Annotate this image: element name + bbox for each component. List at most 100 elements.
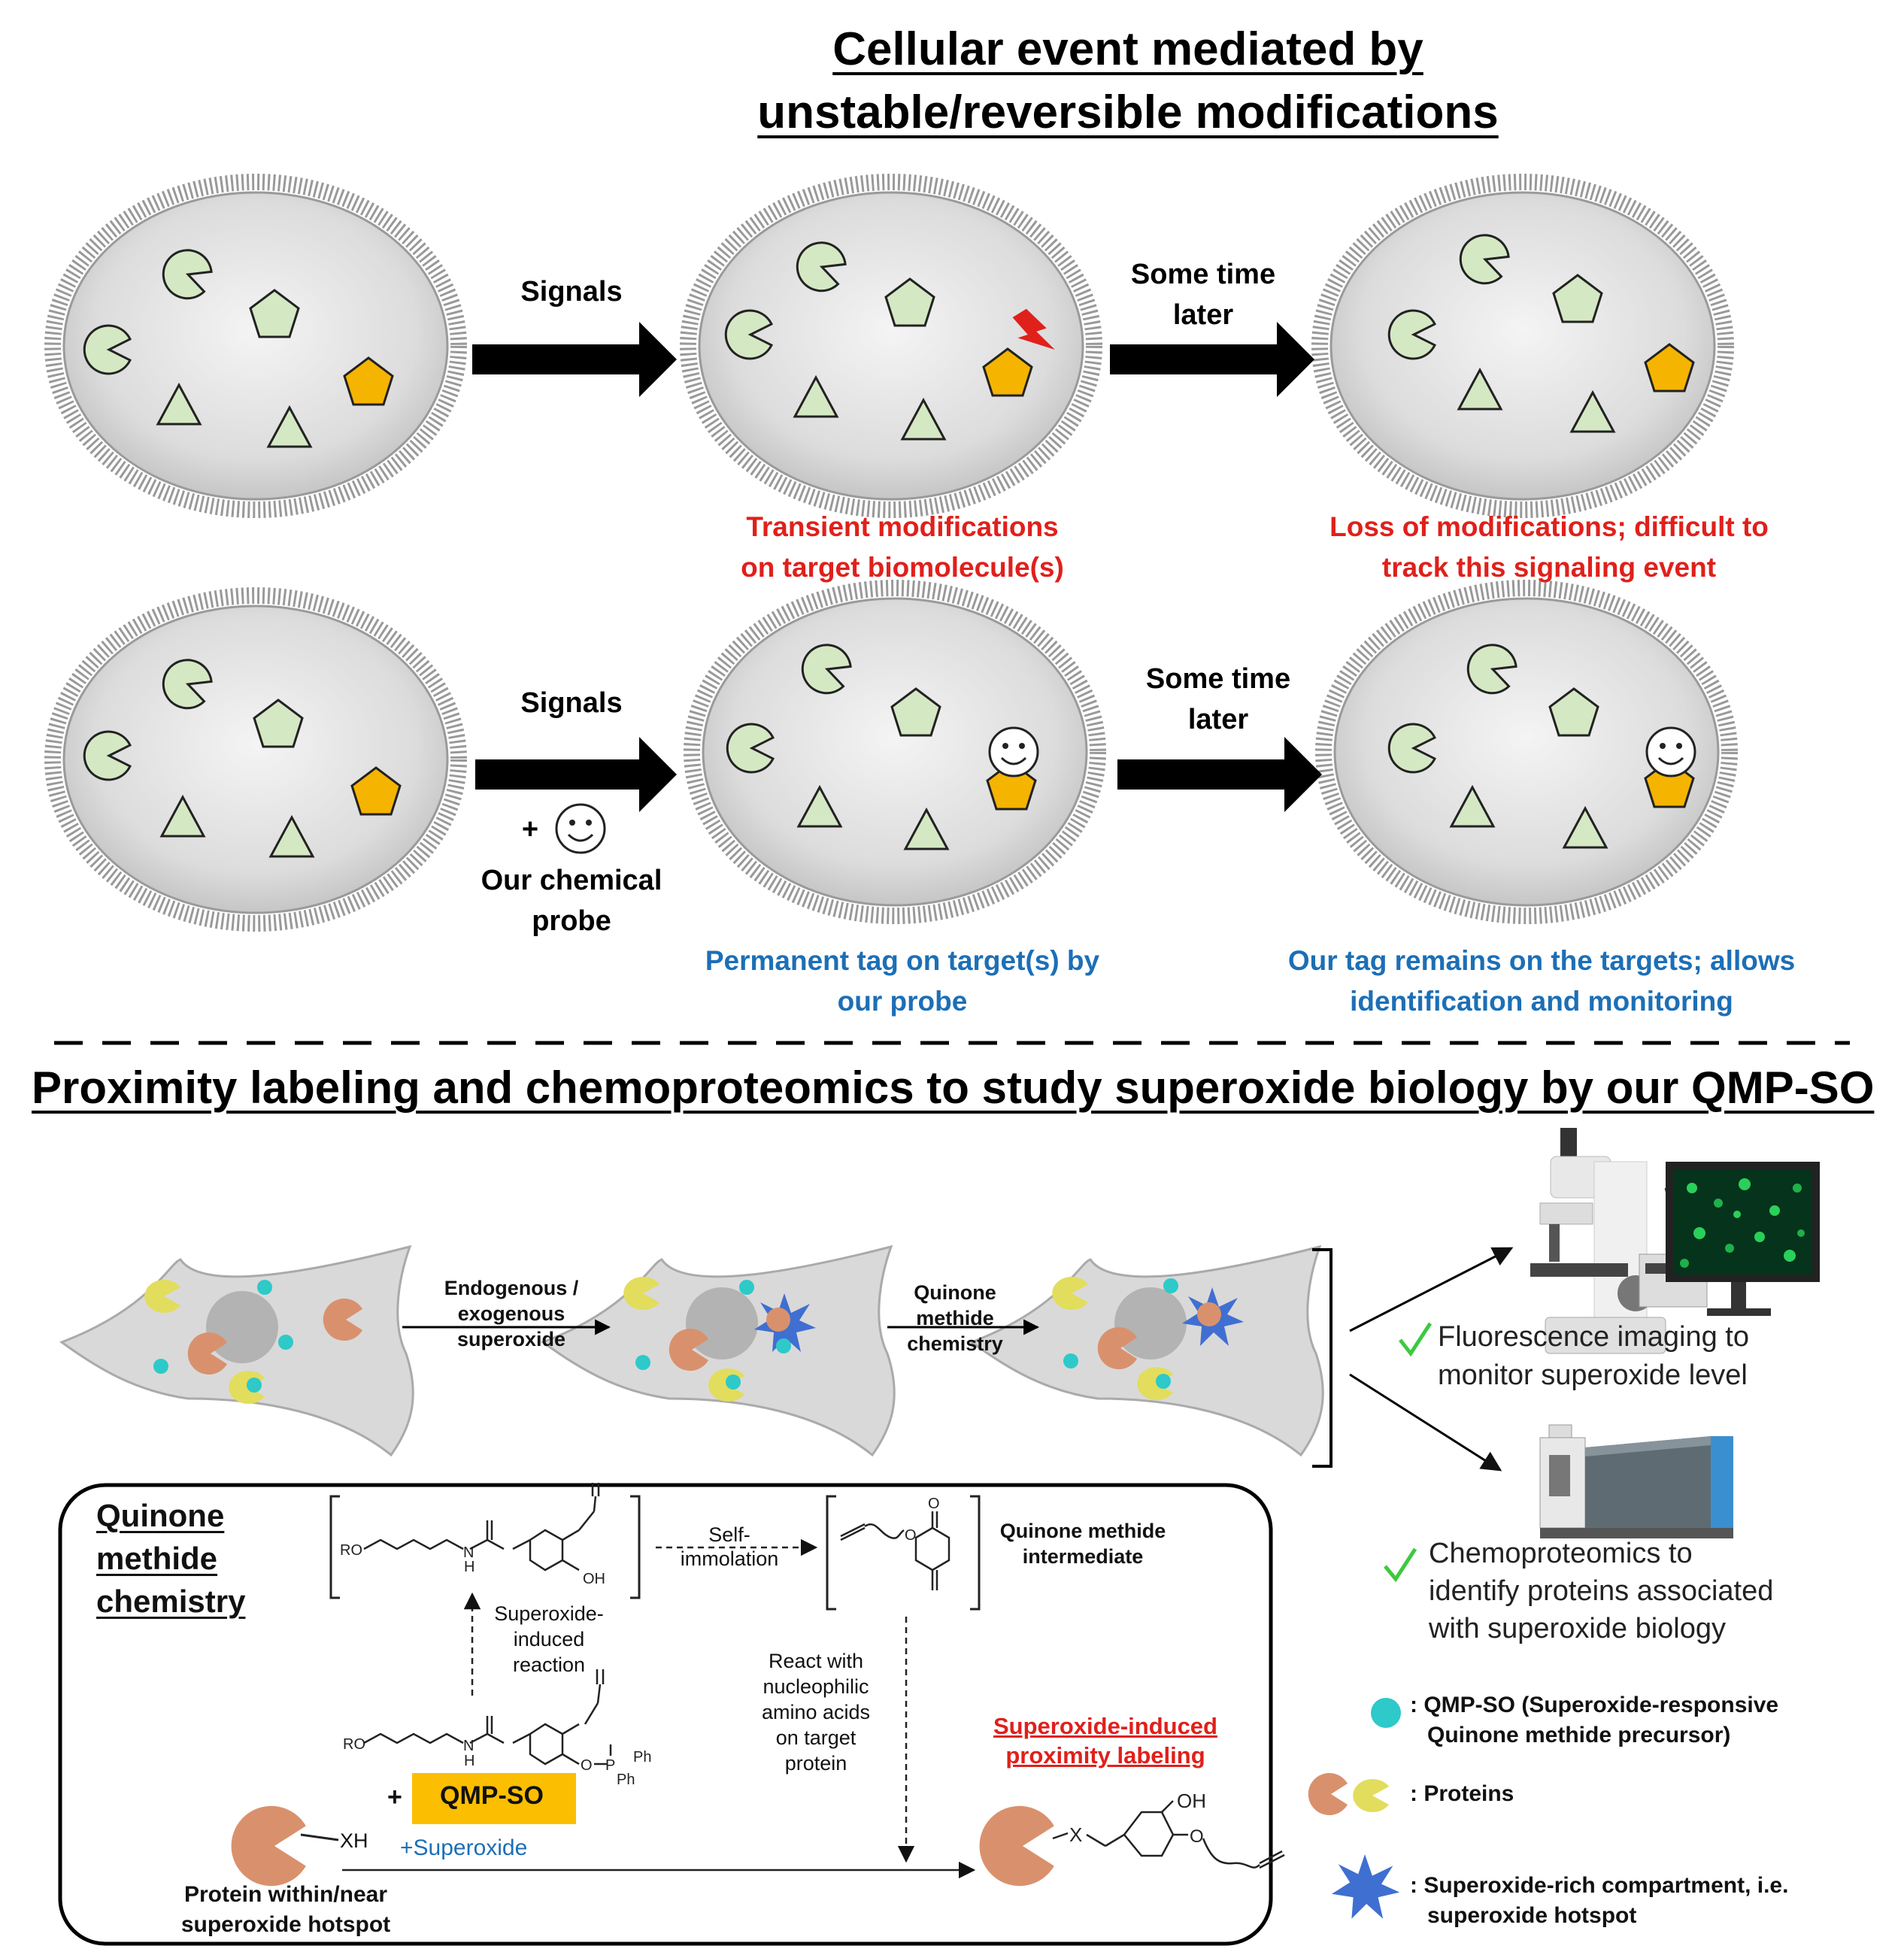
row1-caption2-line2: on target biomolecule(s)	[741, 552, 1064, 583]
box-title-line1: Quinone	[96, 1498, 225, 1533]
row2-arrow2-label-line2: later	[1187, 704, 1249, 735]
box-title-line3: chemistry	[96, 1584, 246, 1619]
row1-caption2-line1: Transient modifications	[746, 511, 1059, 542]
atom-o-2: O	[581, 1757, 593, 1774]
row2-probe-line1: Our chemical	[481, 865, 662, 896]
outcome1-line2: monitor superoxide level	[1438, 1359, 1748, 1391]
legend-hotspot-line1: : Superoxide-rich compartment, i.e.	[1410, 1873, 1789, 1898]
checkmark-icon	[1399, 1322, 1433, 1357]
chem-structure-qm	[840, 1511, 950, 1590]
outcome2-line2: identify proteins associated	[1429, 1575, 1774, 1607]
chem-structure-1	[363, 1483, 600, 1572]
row2-arrow1-label: Signals	[520, 687, 623, 719]
atom-oh-product: OH	[1177, 1790, 1206, 1812]
legend-qmp-line2: Quinone methide precursor)	[1427, 1723, 1731, 1747]
smiley-icon	[1645, 726, 1696, 777]
xh-label: XH	[340, 1829, 368, 1852]
induced-reaction-line2: induced	[513, 1628, 585, 1650]
top-title-line2: unstable/reversible modifications	[757, 86, 1499, 138]
legend-proteins: : Proteins	[1410, 1781, 1514, 1806]
cell-row2-tagged	[684, 580, 1106, 924]
react-line3: amino acids	[761, 1701, 871, 1723]
row1-caption3-line1: Loss of modifications; difficult to	[1329, 511, 1769, 542]
qmp-so-label-box	[412, 1773, 576, 1824]
atom-ph-1: Ph	[633, 1749, 652, 1766]
row2-plus: +	[521, 814, 539, 845]
atom-h-2: H	[464, 1753, 475, 1769]
qmp-so-label: QMP-SO	[440, 1781, 544, 1810]
atom-x: X	[1069, 1823, 1083, 1846]
row2-probe-line2: probe	[532, 905, 611, 937]
superoxide-label: +Superoxide	[400, 1835, 528, 1860]
legend-hotspot-line2: superoxide hotspot	[1427, 1903, 1637, 1928]
atom-ro-1: RO	[340, 1542, 362, 1559]
react-line4: on target	[775, 1726, 856, 1749]
react-line1: React with	[768, 1650, 864, 1672]
row2-caption2-line2: our probe	[837, 986, 968, 1017]
monitor-icon	[1639, 1162, 1820, 1316]
qm-intermediate-line1: Quinone methide	[999, 1520, 1166, 1542]
react-line5: protein	[784, 1752, 847, 1775]
row1-caption3-line2: track this signaling event	[1381, 552, 1717, 583]
legend-qmp-dot	[1371, 1698, 1401, 1728]
cell-row1-before	[44, 174, 467, 518]
lightning-icon	[1012, 308, 1055, 350]
step2-label-line2: methide	[916, 1307, 994, 1329]
cell-row2-before	[44, 587, 467, 932]
proximity-label-line1: Superoxide-induced	[993, 1713, 1217, 1739]
fibroblast-cell-2	[540, 1244, 896, 1457]
row1-arrow2-label-line2: later	[1172, 299, 1234, 331]
box-title-line2: methide	[96, 1541, 218, 1576]
cell-row2-after	[1315, 580, 1738, 924]
atom-n-1: N	[463, 1544, 474, 1561]
bottom-title: Proximity labeling and chemoproteomics t…	[32, 1062, 1875, 1113]
top-title-line1: Cellular event mediated by	[832, 23, 1423, 75]
atom-n-2: N	[463, 1738, 474, 1754]
row1-arrow1-label: Signals	[520, 276, 623, 308]
checkmark-icon	[1384, 1547, 1417, 1583]
smiley-icon	[988, 726, 1039, 777]
legend-protein-yellow	[1353, 1779, 1389, 1812]
row2-caption2-line1: Permanent tag on target(s) by	[705, 945, 1100, 976]
step1-label-line2: exogenous	[457, 1302, 565, 1325]
protein-caption-line2: superoxide hotspot	[180, 1912, 391, 1937]
step1-label-line3: superoxide	[456, 1328, 566, 1350]
legend-protein-orange	[1308, 1773, 1348, 1815]
fibroblast-cell-3	[969, 1244, 1324, 1457]
fibroblast-cell-1	[59, 1244, 414, 1457]
row2-caption3-line1: Our tag remains on the targets; allows	[1287, 945, 1796, 976]
atom-ph-2: Ph	[617, 1772, 635, 1788]
qm-chemistry-box	[58, 1483, 1273, 1946]
atom-ro-2: RO	[343, 1736, 365, 1753]
plus-sign: +	[387, 1783, 402, 1811]
outcome2-line1: Chemoproteomics to	[1429, 1538, 1693, 1569]
qm-intermediate-line2: intermediate	[1022, 1545, 1144, 1568]
outcome1-line1: Fluorescence imaging to	[1438, 1321, 1749, 1353]
arrows-top	[472, 322, 1322, 812]
legend-hotspot-star-icon	[1332, 1854, 1400, 1919]
smiley-icon	[555, 803, 606, 854]
row1-arrow2-label-line1: Some time	[1130, 259, 1276, 290]
react-line2: nucleophilic	[763, 1675, 869, 1698]
induced-reaction-line3: reaction	[512, 1653, 586, 1676]
atom-p: P	[605, 1757, 616, 1774]
atom-oh-1: OH	[583, 1571, 605, 1587]
mass-spectrometer-icon	[1539, 1424, 1733, 1538]
atom-o-qm: O	[928, 1496, 940, 1512]
microscope-icon	[1530, 1128, 1666, 1354]
self-immolation-line2: immolation	[680, 1547, 779, 1570]
atom-h-1: H	[464, 1559, 475, 1575]
atom-o-qm2: O	[905, 1527, 917, 1544]
induced-reaction-line1: Superoxide-	[494, 1602, 604, 1625]
row2-caption3-line2: identification and monitoring	[1350, 986, 1733, 1017]
outcome2-line3: with superoxide biology	[1429, 1613, 1727, 1644]
legend-qmp-line1: : QMP-SO (Superoxide-responsive	[1410, 1693, 1779, 1717]
chem-structure-precursor	[363, 1669, 612, 1766]
step2-label-line1: Quinone	[914, 1281, 996, 1304]
chem-structure-product	[1052, 1800, 1285, 1869]
cell-row1-after	[1311, 174, 1734, 518]
atom-o-product: O	[1190, 1826, 1204, 1847]
protein-caption-line1: Protein within/near	[183, 1882, 388, 1907]
row2-arrow2-label-line1: Some time	[1145, 663, 1291, 695]
